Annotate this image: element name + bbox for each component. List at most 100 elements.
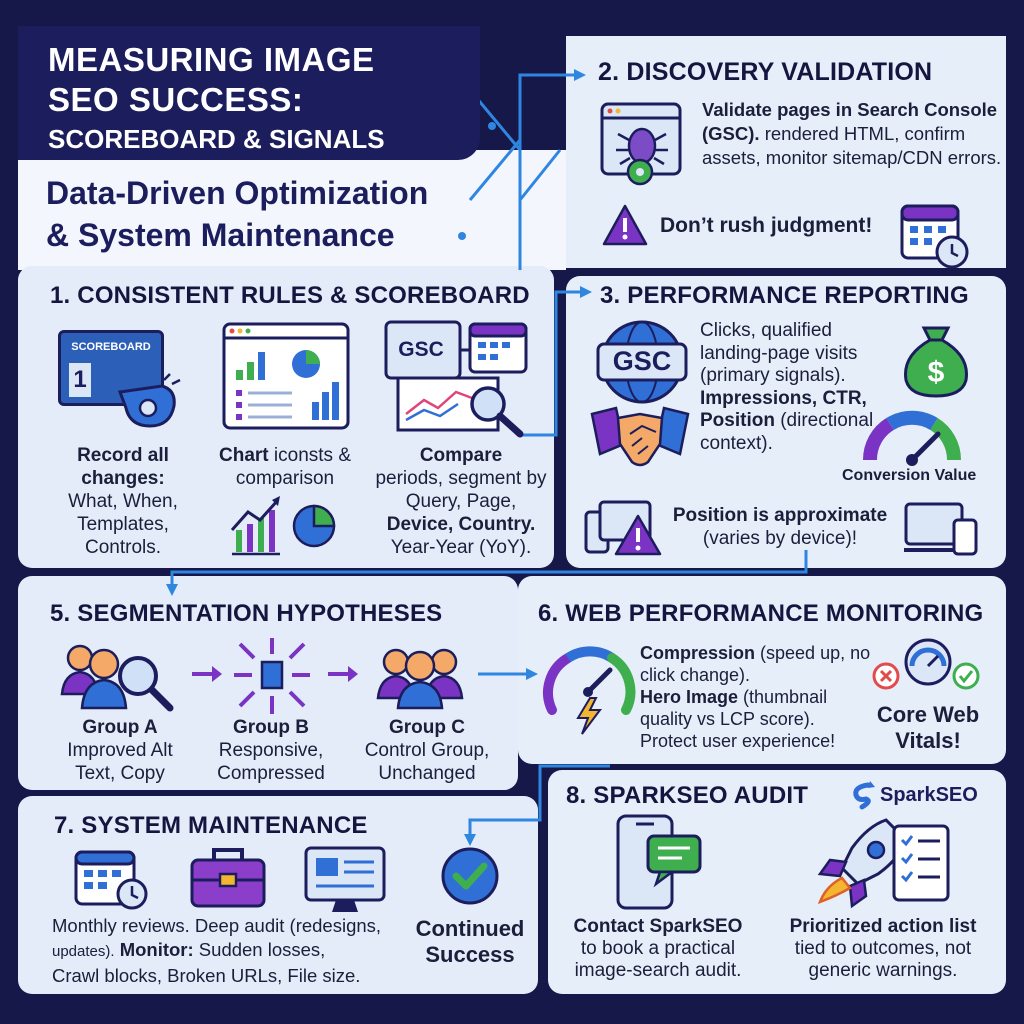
subtitle-line-1: Data-Driven Optimization [46,175,429,211]
s7-success-2: Success [425,942,515,967]
s6-body3: Protect user experience! [640,731,836,751]
s3-position-bold: Position is approximate [672,505,888,526]
group-a-people-icon [60,644,174,712]
section-7-title: 7. SYSTEM MAINTENANCE [54,812,368,839]
group-b-text: Group B Responsive, Compressed [196,716,346,785]
title-box: MEASURING IMAGE SEO SUCCESS: SCOREBOARD … [18,26,480,160]
gsc-analysis-icon [384,320,528,438]
scoreboard-label: SCOREBOARD [71,341,151,353]
s8-col2-text: Prioritized action list tied to outcomes… [772,916,994,982]
s3-gsc-label: GSC [612,346,672,376]
s1-col1-bold: Record all changes: [77,445,169,489]
s6-bold2: Hero Image [640,687,739,707]
top-left-background [18,150,566,270]
section-2-title: 2. DISCOVERY VALIDATION [598,58,933,86]
s8-col1-bold: Contact SparkSEO [573,916,743,937]
section-6-text: Compression (speed up, no click change).… [640,642,876,752]
core-web-vitals-icon [872,638,980,690]
title-line-2: SEO SUCCESS: [48,81,304,118]
s3-body2: (directional context). [700,410,874,454]
subtitle: Data-Driven Optimization & System Mainte… [46,172,428,256]
scoreboard-digit: 1 [69,363,91,397]
s3-position-text: Position is approximate (varies by devic… [660,504,900,550]
s7-body1: Monthly reviews. Deep audit (redesigns, [52,915,382,936]
group-c-people-icon [376,648,464,710]
s1-col1-body: What, When, Templates, Controls. [68,491,178,558]
toolbox-icon [190,848,266,908]
rocket-checklist-icon [817,818,950,909]
section-2-body: rendered HTML, confirm assets, monitor s… [702,123,1002,168]
group-c-desc2: Unchanged [378,763,476,784]
s7-body2: updates). [52,943,115,960]
s8-col2-bold: Prioritized action list [789,916,977,937]
section-3-text: Clicks, qualified landing-page visits (p… [700,320,890,455]
title-line-1: MEASURING IMAGE [48,41,375,78]
group-c-desc1: Control Group, [364,740,490,761]
s1-col1-text: Record all changes: What, When, Template… [48,444,198,559]
title-line-3: SCOREBOARD & SIGNALS [48,124,385,154]
s7-body3: Sudden losses, [193,939,326,960]
chart-dashboard-icon [222,322,350,430]
s3-body1: Clicks, qualified landing-page visits (p… [700,320,858,386]
section-5-title: 5. SEGMENTATION HYPOTHESES [50,600,443,627]
s7-success-1: Continued [415,916,525,941]
gauge-icon [862,410,962,466]
growth-chart-icon [230,496,336,556]
s7-success: Continued Success [410,916,530,968]
group-a-desc2: Text, Copy [75,763,165,784]
bug-browser-icon [600,102,682,186]
group-c-text: Group C Control Group, Unchanged [346,716,508,785]
group-b-desc1: Responsive, [218,740,324,761]
s8-col2-body: tied to outcomes, not generic warnings. [794,938,972,981]
laptop-phone-icon [904,502,978,556]
monitor-icon [304,846,386,912]
section-6-title: 6. WEB PERFORMANCE MONITORING [538,600,984,627]
s1-col3-bold: Compare [419,445,503,466]
gsc-globe-icon [596,320,688,404]
warning-icon [602,204,648,246]
group-c-name: Group C [389,717,465,738]
whistle-icon [117,373,181,428]
section-3-title: 3. PERFORMANCE REPORTING [600,282,969,309]
sparkseo-logo-icon [853,781,875,810]
s8-col1-text: Contact SparkSEO to book a practical ima… [558,916,758,982]
section-2-warning: Don’t rush judgment! [660,214,873,237]
s1-col2-text: Chart iconsts & comparison [210,444,360,490]
handshake-icon [590,406,690,467]
compress-icon [234,638,310,714]
arrow-b-to-c-icon [328,666,358,682]
section-1-title: 1. CONSISTENT RULES & SCOREBOARD [50,282,530,309]
group-b-desc2: Compressed [217,763,325,784]
s6-body1: (speed up, no click change). [640,643,871,685]
s1-col2-body: iconsts & comparison [235,445,351,489]
s3-position-body: (varies by device)! [702,528,858,549]
s6-cwv: Core Web Vitals! [876,702,980,753]
group-b-name: Group B [233,717,309,738]
devices-warning-icon [584,500,662,556]
group-a-text: Group A Improved Alt Text, Copy [40,716,200,785]
s1-col3-text: Compare periods, segment by Query, Page,… [374,444,548,559]
s6-body2: (thumbnail quality vs LCP score). [640,687,828,729]
success-check-icon [441,847,499,905]
s7-body4: Crawl blocks, Broken URLs, File size. [52,965,361,986]
sparkseo-logo: SparkSEO [848,780,978,810]
section-7-text: Monthly reviews. Deep audit (redesigns, … [52,914,412,988]
s7-bold: Monitor: [119,939,194,960]
calendar-clock-icon-2 [74,850,148,910]
s6-bold1: Compression [640,643,756,663]
s1-gsc-label: GSC [398,338,444,361]
arrow-a-to-b-icon [192,666,222,682]
s3-bold: Impressions, CTR, Position [700,387,867,432]
s1-col3-bold2: Device, Country. [386,514,536,535]
section-2-text: Validate pages in Search Console (GSC). … [702,98,1002,170]
s1-col2-bold: Chart [219,445,269,466]
section-8-title: 8. SPARKSEO AUDIT [566,782,809,809]
s1-col3-body1: periods, segment by Query, Page, [375,468,547,512]
sparkseo-logo-text: SparkSEO [880,783,978,806]
group-a-desc1: Improved Alt [67,740,173,761]
svg-text:$: $ [928,356,945,389]
s1-col3-body2: Year-Year (YoY). [390,537,532,558]
s8-col1-body: to book a practical image-search audit. [574,938,742,981]
speedometer-icon [543,646,636,735]
